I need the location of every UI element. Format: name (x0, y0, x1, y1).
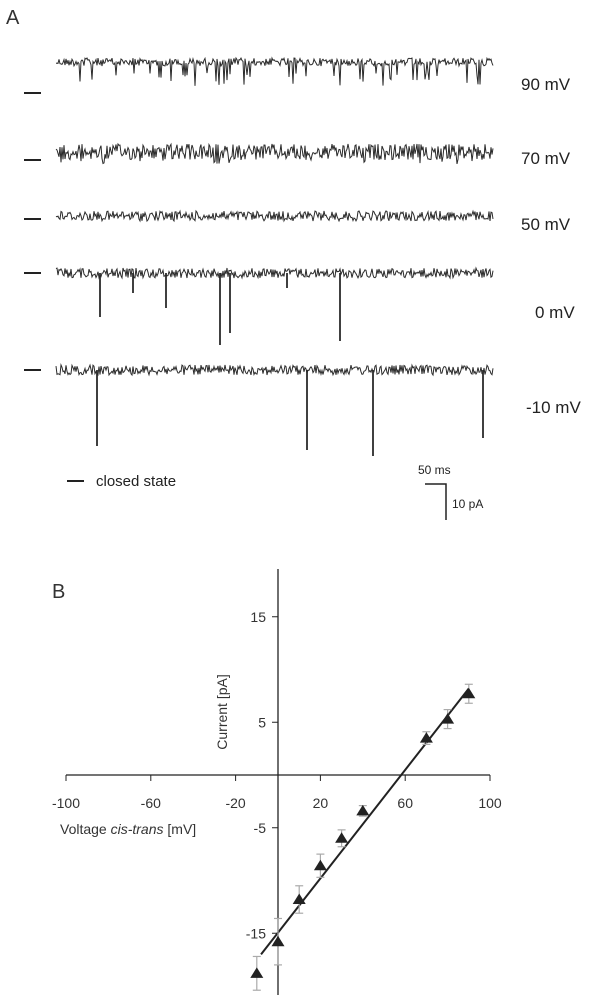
scale-current-label: 10 pA (452, 497, 483, 511)
voltage-label: 70 mV (521, 149, 571, 168)
trace-signal (55, 266, 494, 280)
triangle-marker (356, 804, 370, 816)
triangle-marker (313, 859, 327, 871)
data-point (313, 853, 327, 878)
x-tick-label: 100 (478, 795, 502, 811)
x-axis-title: Voltage cis-trans [mV] (60, 821, 196, 837)
panel-b-label: B (52, 581, 65, 603)
panel-a-label: A (6, 7, 20, 29)
trace-0: 90 mV (24, 56, 571, 94)
x-tick-label: -60 (141, 795, 161, 811)
voltage-label: 50 mV (521, 215, 571, 234)
triangle-marker (335, 832, 349, 843)
x-tick-label: -100 (52, 795, 80, 811)
trace-signal (55, 363, 494, 377)
data-point (292, 885, 306, 914)
trace-3: 0 mV (24, 266, 575, 345)
y-tick-label: 5 (258, 714, 266, 730)
triangle-marker (271, 935, 285, 947)
data-point (271, 917, 285, 966)
iv-chart: -100 -60 -20 20 60 100 -15 -5 5 15 (52, 569, 502, 995)
current-traces: 90 mV 70 mV 50 mV 0 mV -10 mV (24, 56, 581, 456)
y-tick-label: -15 (246, 925, 266, 941)
data-point (335, 829, 349, 848)
data-point (250, 955, 264, 991)
trace-2: 50 mV (24, 209, 571, 234)
triangle-marker (441, 713, 455, 724)
y-axis-title: Current [pA] (214, 674, 230, 749)
data-point (419, 731, 433, 746)
voltage-label: 90 mV (521, 75, 571, 94)
fit-line (260, 687, 470, 955)
data-point (462, 683, 476, 704)
triangle-marker (250, 967, 264, 978)
data-point (441, 708, 455, 730)
trace-signal (55, 56, 494, 86)
closed-state-legend: closed state (96, 473, 176, 490)
triangle-marker (462, 687, 476, 699)
y-tick-label: 15 (250, 609, 266, 625)
triangle-marker (292, 893, 306, 904)
x-tick-label: -20 (225, 795, 245, 811)
trace-4: -10 mV (24, 363, 581, 456)
scale-bar (425, 483, 447, 520)
voltage-label: 0 mV (535, 303, 575, 322)
trace-signal (55, 142, 494, 165)
triangle-marker (419, 732, 433, 743)
voltage-label: -10 mV (526, 398, 581, 417)
scale-time-label: 50 ms (418, 463, 451, 477)
x-tick-label: 60 (397, 795, 413, 811)
x-tick-label: 20 (313, 795, 329, 811)
trace-1: 70 mV (24, 142, 571, 168)
trace-signal (55, 209, 494, 223)
y-tick-label: -5 (254, 820, 267, 836)
data-point (356, 804, 370, 817)
